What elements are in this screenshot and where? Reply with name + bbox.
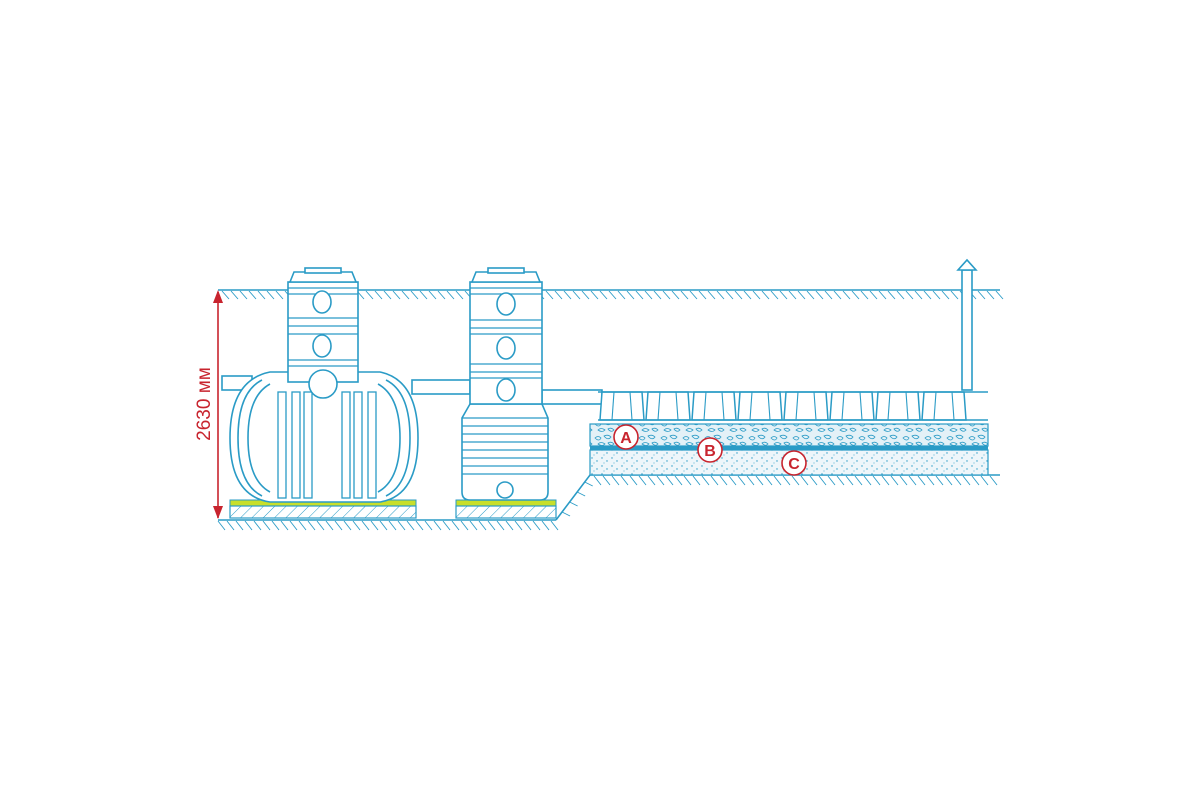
filter-well-bottom-port [496,481,514,499]
septic-tank-lid-handle [304,267,342,274]
septic-tank-lid [288,271,358,283]
excavation-bottom-hatch [217,475,998,531]
ventilation-cap-icon [956,258,978,271]
connecting-pipe-1 [411,379,471,395]
septic-tank-port-lower [312,334,332,358]
layer-marker-b: B [697,437,723,463]
ventilation-riser [961,269,973,391]
filter-well-port-2 [496,336,516,360]
drainage-field [589,258,989,476]
layer-marker-a: A [613,424,639,450]
filter-well-lid-handle [487,267,525,274]
filter-well [455,267,557,519]
filter-well-lid [470,271,542,283]
layer-marker-c: C [781,450,807,476]
filter-well-base-pad [455,499,557,507]
septic-tank-foundation [229,505,417,519]
filter-well-foundation [455,505,557,519]
layer-marker-a-label: A [620,430,632,447]
septic-tank-port-upper [312,290,332,314]
filter-well-port-1 [496,292,516,316]
septic-tank-center-port [308,369,338,399]
infiltration-tunnels [598,391,988,421]
layer-marker-c-label: C [788,456,800,473]
height-dimension-label: 2630 мм [194,367,215,441]
septic-tank [229,267,419,519]
filter-well-body [461,403,549,501]
filter-well-port-3 [496,378,516,402]
geotextile-separator [590,446,988,450]
gravel-layer [589,423,989,447]
height-dimension: 2630 мм [194,290,223,519]
layer-marker-b-label: B [704,443,716,460]
connecting-pipe-2 [541,389,603,405]
